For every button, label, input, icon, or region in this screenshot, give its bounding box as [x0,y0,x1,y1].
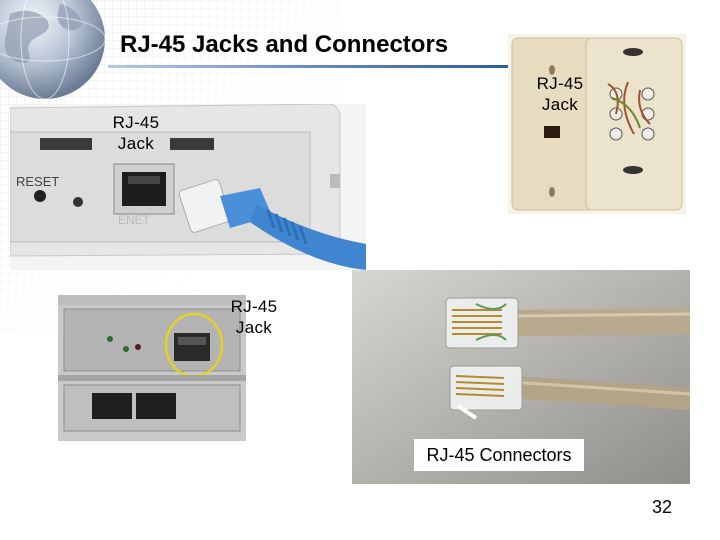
reset-text: RESET [16,174,59,189]
title-underline [108,65,520,68]
panel-jack-label-line2: Jack [235,318,273,337]
wall-jack-label-line2: Jack [541,95,579,114]
enet-text: ENET [118,213,151,227]
router-jack-label: RJ-45 Jack [104,112,168,154]
panel-jack-label-line1: RJ-45 [230,297,278,316]
slide-title: RJ-45 Jacks and Connectors [120,31,449,58]
globe-logo [0,0,106,100]
wall-jack-label-line1: RJ-45 [536,74,584,93]
router-jack-label-line2: Jack [117,134,155,153]
router-jack-photo: RESET ENET [10,104,366,270]
page-number: 32 [652,497,673,517]
wall-jack-label: RJ-45 Jack [528,73,592,115]
connectors-label: RJ-45 Connectors [414,439,584,471]
wall-plate-photo [508,34,686,214]
router-jack-label-line1: RJ-45 [112,113,160,132]
panel-jack-photo [58,295,246,441]
panel-jack-label: RJ-45 Jack [222,296,286,338]
